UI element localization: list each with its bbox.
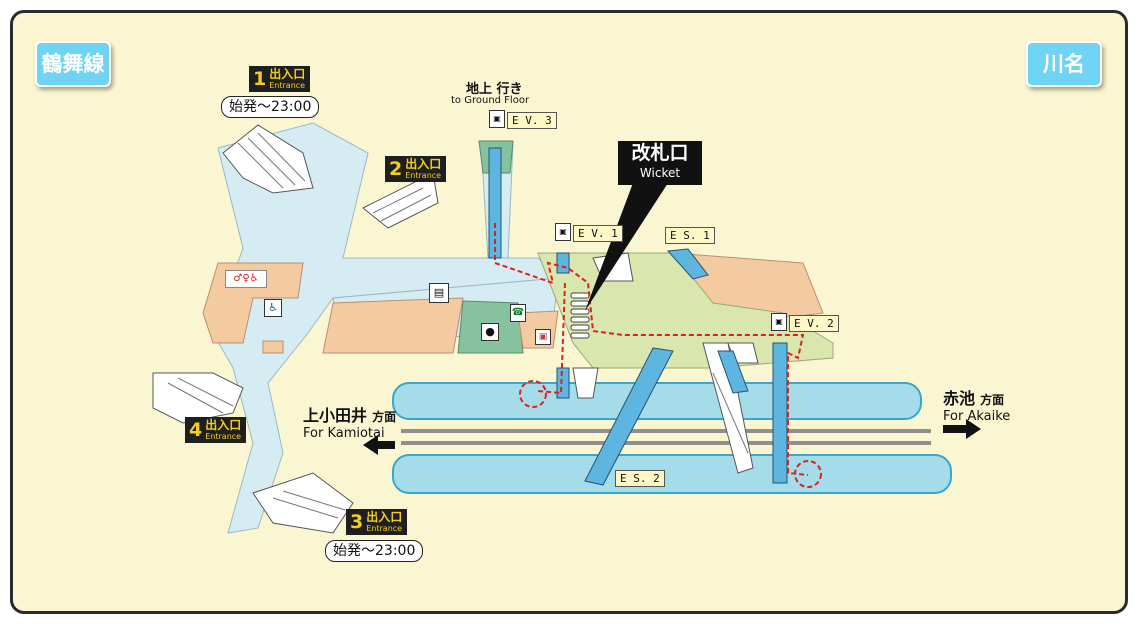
map-drawing (152, 122, 981, 534)
elevator-icon: ▣ (771, 313, 787, 331)
wicket-label: 改札口 Wicket (618, 141, 702, 185)
entrance-4-number: 4 (185, 417, 205, 443)
entrance-3-hours: 始発～23:00 (325, 540, 424, 562)
entrance-4-en: Entrance (205, 432, 242, 441)
ground-floor-en: to Ground Floor (451, 95, 530, 106)
direction-left-suffix: 方面 (372, 410, 397, 424)
elevator-icon: ▣ (489, 110, 505, 128)
es2-label: E S. 2 (615, 470, 665, 487)
phone-icon: ☎ (510, 304, 526, 322)
ev1-label: E V. 1 (573, 225, 623, 242)
ev2-label: E V. 2 (789, 315, 839, 332)
entrance-3-number: 3 (346, 509, 366, 535)
ev3-label: E V. 3 (507, 112, 557, 129)
ticket-icon: ▣ (535, 329, 551, 345)
entrance-1-en: Entrance (269, 81, 306, 90)
entrance-1-number: 1 (249, 66, 269, 92)
wicket-en: Wicket (639, 166, 681, 180)
entrance-3-jp: 出入口 (366, 510, 403, 524)
direction-right-suffix: 方面 (980, 393, 1005, 407)
entrance-3-en: Entrance (366, 524, 403, 533)
entrance-2-jp: 出入口 (405, 157, 442, 171)
entrance-4-jp: 出入口 (205, 418, 242, 432)
direction-right-jp: 赤池 (943, 389, 976, 408)
escalators (584, 248, 749, 486)
direction-left: 上小田井 方面 For Kamiotai (303, 402, 396, 441)
entrance-2-number: 2 (385, 156, 405, 182)
station-name-badge: 川名 (1026, 41, 1102, 87)
direction-right: 赤池 方面 For Akaike (943, 385, 1010, 424)
direction-arrows (363, 419, 981, 455)
stair-steps (167, 132, 749, 519)
elevators (488, 147, 788, 484)
direction-left-jp: 上小田井 (303, 406, 368, 425)
ground-floor-jp: 地上 行き (466, 82, 523, 97)
entrance-1-hours: 始発～23:00 (221, 96, 320, 118)
locker-icon: ▤ (429, 283, 449, 303)
wicket-pointer (585, 183, 668, 311)
accessible-icon: ♿ (264, 299, 282, 317)
wicket-jp: 改札口 (631, 142, 689, 164)
stairs (152, 124, 759, 534)
entrance-1-jp: 出入口 (269, 67, 306, 81)
direction-right-en: For Akaike (943, 409, 1011, 424)
entrance-2-en: Entrance (405, 171, 442, 180)
platforms (392, 382, 952, 494)
office-icon: ● (481, 323, 499, 341)
elevator-icon: ▣ (555, 223, 571, 241)
wicket-gates (570, 292, 590, 339)
accessible-route (494, 223, 822, 488)
toilet-icon: ♂♀♿ (225, 270, 267, 288)
line-name-badge: 鶴舞線 (35, 41, 111, 87)
direction-left-en: For Kamiotai (303, 426, 385, 441)
es1-label: E S. 1 (665, 227, 715, 244)
